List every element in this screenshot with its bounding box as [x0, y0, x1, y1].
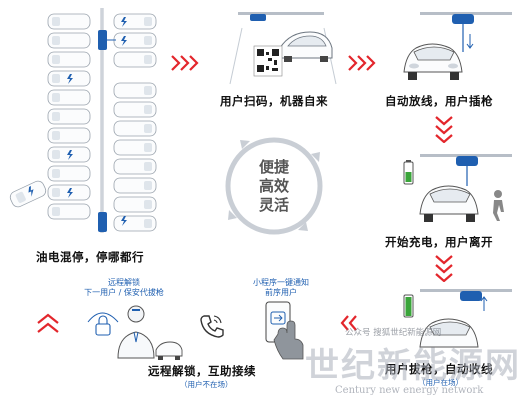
cycle-arrows-icon	[225, 137, 323, 235]
unplug-svg	[403, 289, 512, 348]
chevron-icon	[171, 55, 199, 71]
miniapp-svg	[265, 301, 304, 360]
chevron-icon	[348, 55, 376, 71]
caption-charge: 开始充电，用户离开	[385, 235, 493, 249]
lock-icon	[87, 312, 119, 336]
miniapp-label: 小程序一键通知 前序用户	[238, 278, 324, 298]
qr-code-icon	[253, 45, 283, 77]
phone-icon	[200, 315, 224, 338]
caption-lower: 自动放线，用户插枪	[385, 94, 493, 108]
remote-unlock-line-1: 远程解锁	[108, 278, 140, 287]
watermark-cn: 世纪新能源网	[305, 346, 521, 386]
center-line-2: 高效	[258, 177, 289, 195]
caption-unlock: 远程解锁，互助接续	[148, 364, 256, 378]
chevron-icon	[37, 313, 59, 333]
remote-unlock-svg	[87, 305, 183, 360]
entering-car	[8, 174, 48, 218]
overlay-caption: 公众号 搜狐世纪新能源网	[345, 328, 442, 338]
remote-unlock-illustration	[84, 300, 194, 362]
scan-illustration	[228, 8, 338, 86]
miniapp-line-2: 前序用户	[265, 288, 297, 297]
miniapp-line-1: 小程序一键通知	[253, 278, 309, 287]
caption-unplug-note: （用户在场）	[418, 378, 463, 387]
center-line-3: 灵活	[258, 196, 289, 214]
unplug-illustration	[398, 285, 516, 361]
chevron-icon	[435, 255, 453, 282]
parking-lot-svg	[47, 8, 157, 233]
remote-unlock-line-2: 下一用户 / 保安代拔枪	[84, 288, 164, 297]
entering-car-svg	[9, 180, 47, 208]
chevron-icon	[340, 315, 357, 331]
caption-parking: 油电混停，停哪都行	[36, 250, 144, 264]
center-cycle: 便捷 高效 灵活	[222, 134, 326, 238]
lower-cable-svg	[403, 12, 512, 80]
caption-unplug: 用户拔枪，自动收线	[385, 362, 493, 376]
person-icon	[117, 305, 155, 359]
miniapp-illustration	[260, 300, 310, 362]
parking-lot-illustration	[36, 8, 166, 240]
charging-illustration	[398, 150, 516, 230]
lower-cable-illustration	[398, 8, 516, 88]
caption-scan: 用户扫码，机器自来	[220, 94, 328, 108]
watermark-en: Century new energy network	[335, 385, 484, 396]
charging-svg	[403, 154, 512, 222]
chevron-icon	[435, 116, 453, 143]
remote-unlock-label: 远程解锁 下一用户 / 保安代拔枪	[76, 278, 172, 298]
center-line-1: 便捷	[258, 158, 289, 176]
battery-icon	[403, 160, 414, 185]
person-icon	[493, 190, 504, 221]
scan-svg	[229, 12, 337, 85]
caption-unlock-note: （用户不在场）	[180, 380, 233, 389]
